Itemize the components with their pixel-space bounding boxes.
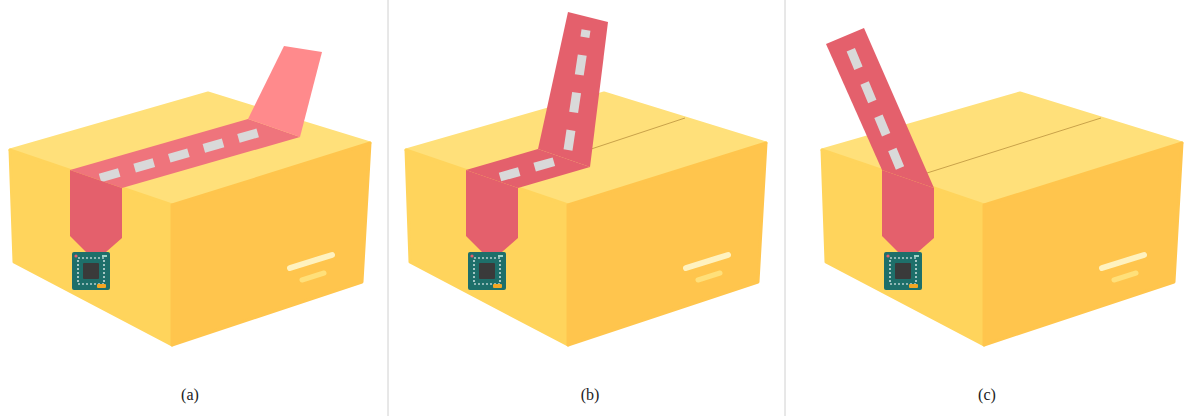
panel-label: (a) xyxy=(160,386,220,404)
tape-end xyxy=(466,170,518,252)
sensor-chip xyxy=(72,252,110,290)
box-panel-c xyxy=(822,28,1182,345)
box-seam xyxy=(908,118,1101,179)
panel-divider xyxy=(388,0,389,416)
tape-dashes xyxy=(850,48,900,168)
tape-dashes xyxy=(568,30,586,150)
tape-strip xyxy=(70,119,300,188)
panel-label: (b) xyxy=(560,386,620,404)
cardboard-box xyxy=(10,93,370,345)
tape-flap xyxy=(248,46,322,137)
tape-flap xyxy=(826,28,934,188)
tape-dashes xyxy=(100,130,268,178)
tape-dashes xyxy=(500,160,560,177)
tape-end xyxy=(882,170,934,252)
sensor-chip xyxy=(884,252,922,290)
tape-flap xyxy=(538,12,608,167)
tape-end xyxy=(70,170,122,252)
panel-divider xyxy=(785,0,786,416)
box-panel-b xyxy=(406,12,766,345)
sensor-chip xyxy=(468,252,506,290)
panel-label: (c) xyxy=(957,386,1017,404)
box-panel-a xyxy=(10,46,370,345)
